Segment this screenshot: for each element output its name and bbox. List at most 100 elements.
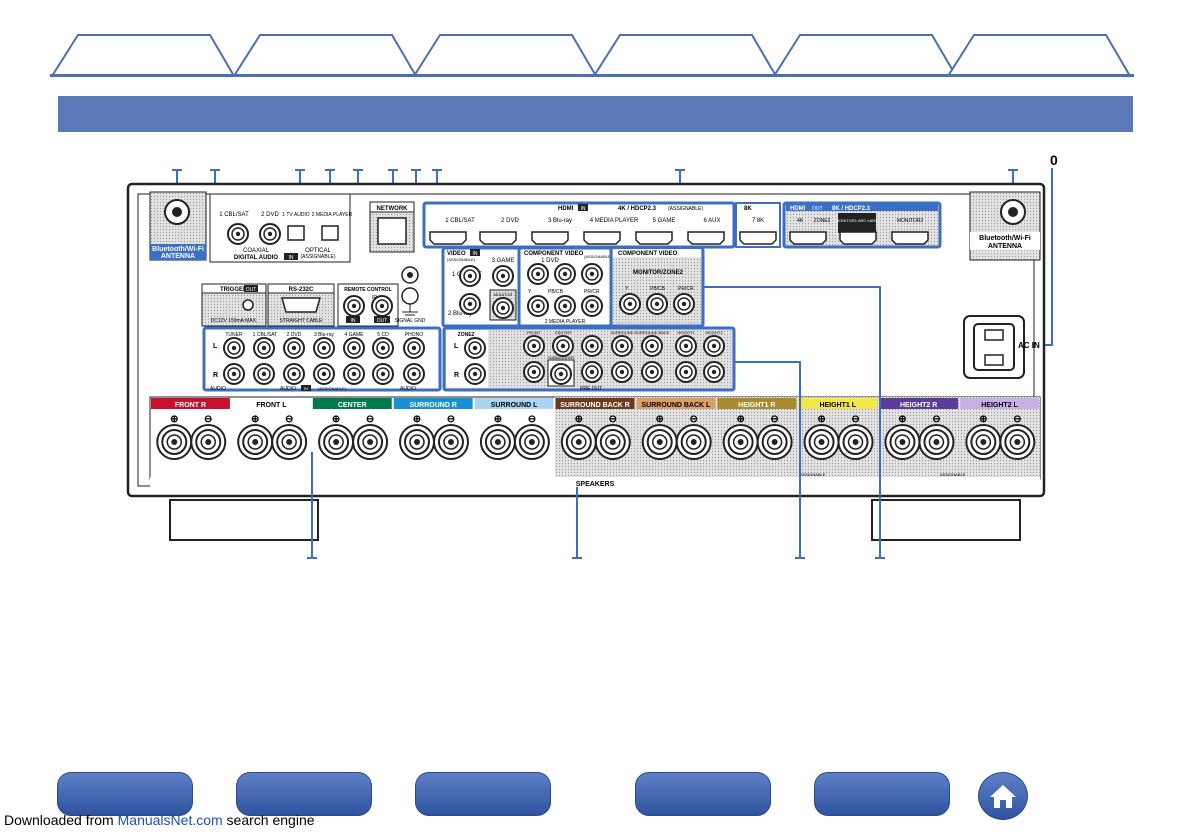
svg-text:HDMI: HDMI — [558, 206, 574, 212]
speaker-channel-2: CENTER⊕⊖ — [312, 398, 392, 460]
svg-text:HEIGHT2: HEIGHT2 — [705, 330, 723, 335]
svg-text:HEIGHT2 L: HEIGHT2 L — [981, 402, 1018, 409]
section-header-bar — [58, 96, 1133, 132]
svg-text:MONITOR2: MONITOR2 — [897, 218, 924, 224]
svg-text:SURROUND L: SURROUND L — [491, 402, 538, 409]
svg-text:IN: IN — [351, 318, 356, 324]
svg-text:8K: 8K — [744, 206, 752, 212]
svg-text:COMPONENT VIDEO: COMPONENT VIDEO — [618, 251, 678, 257]
svg-text:ZONE2: ZONE2 — [458, 332, 475, 338]
digital-audio-in: 1 CBL/SAT 2 DVD 1 TV AUDIO 2 MEDIA PLAYE… — [209, 193, 353, 263]
footer-link[interactable]: ManualsNet.com — [117, 812, 223, 828]
svg-text:FRONT L: FRONT L — [256, 402, 287, 409]
nav-button-1[interactable] — [57, 772, 193, 816]
svg-text:Bluetooth/Wi-Fi: Bluetooth/Wi-Fi — [979, 235, 1031, 242]
svg-text:CENTER: CENTER — [338, 402, 367, 409]
pre-out: ZONE2 L R FRONT CENTER SURROUND SURROUND… — [442, 326, 736, 392]
nav-button-4[interactable] — [635, 772, 771, 816]
svg-text:Bluetooth/Wi-Fi: Bluetooth/Wi-Fi — [152, 246, 204, 253]
svg-text:AC IN: AC IN — [1018, 341, 1040, 350]
svg-text:2 DVD: 2 DVD — [501, 218, 519, 224]
svg-text:1 CBL/SAT: 1 CBL/SAT — [445, 218, 475, 224]
svg-text:AUDIO: AUDIO — [210, 386, 226, 392]
svg-text:(ASSIGNABLE): (ASSIGNABLE) — [300, 254, 335, 260]
svg-text:AUDIO: AUDIO — [400, 386, 416, 392]
svg-text:HEIGHT1 R: HEIGHT1 R — [738, 402, 775, 409]
bt-antenna-right: Bluetooth/Wi-Fi ANTENNA — [969, 191, 1041, 261]
svg-text:⊖: ⊖ — [204, 414, 212, 425]
svg-text:(ASSIGNABLE): (ASSIGNABLE) — [668, 206, 703, 212]
svg-text:4 MEDIA PLAYER: 4 MEDIA PLAYER — [590, 218, 639, 224]
svg-text:SURROUND: SURROUND — [610, 330, 633, 335]
svg-text:ASSIGNABLE: ASSIGNABLE — [940, 472, 966, 477]
svg-text:SUBWOOFER: SUBWOOFER — [548, 355, 574, 360]
svg-text:⊕: ⊕ — [494, 414, 502, 425]
svg-text:ZONE2: ZONE2 — [814, 218, 831, 224]
tab-5[interactable] — [772, 34, 958, 77]
signal-gnd: SIGNAL GND — [395, 266, 426, 324]
svg-text:FRONT: FRONT — [527, 330, 541, 335]
svg-text:ANTENNA: ANTENNA — [161, 253, 195, 260]
svg-text:⊖: ⊖ — [770, 414, 778, 425]
remote-control: REMOTE CONTROL IR IN OUT — [337, 283, 399, 327]
tab-2[interactable] — [232, 34, 418, 77]
callout-lines-bottom — [307, 286, 885, 559]
svg-text:7 8K: 7 8K — [752, 218, 764, 224]
svg-text:2 DVD: 2 DVD — [261, 212, 279, 218]
svg-text:R: R — [454, 372, 459, 379]
svg-text:1 DVD: 1 DVD — [541, 258, 559, 264]
svg-text:MONITOR1 ARC eARC: MONITOR1 ARC eARC — [836, 218, 878, 223]
audio-in: TUNER 1 CBL/SAT 2 DVD 3 Blu-ray 4 GAME 5… — [202, 326, 442, 392]
svg-text:PHONO: PHONO — [405, 332, 423, 338]
svg-text:(ASSIGNABLE): (ASSIGNABLE) — [318, 386, 347, 391]
svg-text:1 CBL/SAT: 1 CBL/SAT — [219, 212, 249, 218]
svg-text:COMPONENT VIDEO: COMPONENT VIDEO — [524, 251, 584, 257]
tab-4[interactable] — [592, 34, 778, 77]
svg-text:OUT: OUT — [812, 206, 823, 212]
svg-text:IN: IN — [304, 386, 308, 391]
svg-text:⊕: ⊕ — [170, 414, 178, 425]
trigger-out: TRIGGER OUT DC12V 150mA MAX. — [201, 283, 267, 327]
tab-6[interactable] — [946, 34, 1132, 77]
svg-text:⊖: ⊖ — [1013, 414, 1021, 425]
nav-button-3[interactable] — [415, 772, 551, 816]
svg-text:3 GAME: 3 GAME — [492, 258, 515, 264]
svg-text:COAXIAL: COAXIAL — [243, 248, 270, 254]
svg-text:⊖: ⊖ — [285, 414, 293, 425]
svg-text:L: L — [213, 343, 218, 350]
svg-text:(ASSIGNABLE): (ASSIGNABLE) — [584, 254, 613, 259]
nav-button-5[interactable] — [814, 772, 950, 816]
svg-text:IN: IN — [473, 251, 478, 257]
svg-text:5 GAME: 5 GAME — [653, 218, 676, 224]
svg-text:VIDEO: VIDEO — [447, 251, 466, 257]
svg-text:⊕: ⊕ — [898, 414, 906, 425]
svg-text:3 Blu-ray: 3 Blu-ray — [314, 332, 335, 338]
nav-button-2[interactable] — [236, 772, 372, 816]
svg-text:4 GAME: 4 GAME — [345, 332, 365, 338]
svg-text:ANTENNA: ANTENNA — [988, 243, 1022, 250]
speaker-channel-1: FRONT L ⊕ ⊖ — [231, 398, 311, 460]
svg-text:⊖: ⊖ — [528, 414, 536, 425]
svg-text:⊕: ⊕ — [817, 414, 825, 425]
svg-text:4K: 4K — [797, 218, 804, 224]
callout-marker: 0 — [1050, 152, 1058, 168]
svg-text:⊕: ⊕ — [251, 414, 259, 425]
tab-bar — [0, 0, 1191, 80]
svg-text:OPTICAL: OPTICAL — [305, 248, 331, 254]
home-button[interactable] — [978, 772, 1028, 820]
svg-text:(ASSIGNABLE): (ASSIGNABLE) — [447, 257, 476, 262]
speaker-terminals: FRONT R⊕⊖FRONT L⊕⊖CENTER⊕⊖SURROUND R⊕⊖SU… — [149, 396, 1041, 488]
tab-3[interactable] — [412, 34, 598, 77]
svg-text:DC12V 150mA MAX.: DC12V 150mA MAX. — [211, 318, 258, 324]
video-in: VIDEO IN (ASSIGNABLE) 1 CBL/SAT 2 Blu-ra… — [441, 246, 521, 328]
rs232c-port: RS-232C STRAIGHT CABLE — [267, 283, 335, 327]
svg-text:⊕: ⊕ — [736, 414, 744, 425]
bt-antenna-left: Bluetooth/Wi-Fi ANTENNA — [149, 191, 207, 261]
svg-text:⊖: ⊖ — [447, 414, 455, 425]
svg-text:TUNER: TUNER — [225, 332, 243, 338]
svg-text:2 MEDIA PLAYER: 2 MEDIA PLAYER — [312, 212, 353, 218]
svg-text:2 Blu-ray: 2 Blu-ray — [448, 311, 472, 317]
svg-text:IN: IN — [289, 255, 294, 261]
svg-text:1 CBL/SAT: 1 CBL/SAT — [253, 332, 278, 338]
tab-1[interactable] — [50, 34, 236, 77]
